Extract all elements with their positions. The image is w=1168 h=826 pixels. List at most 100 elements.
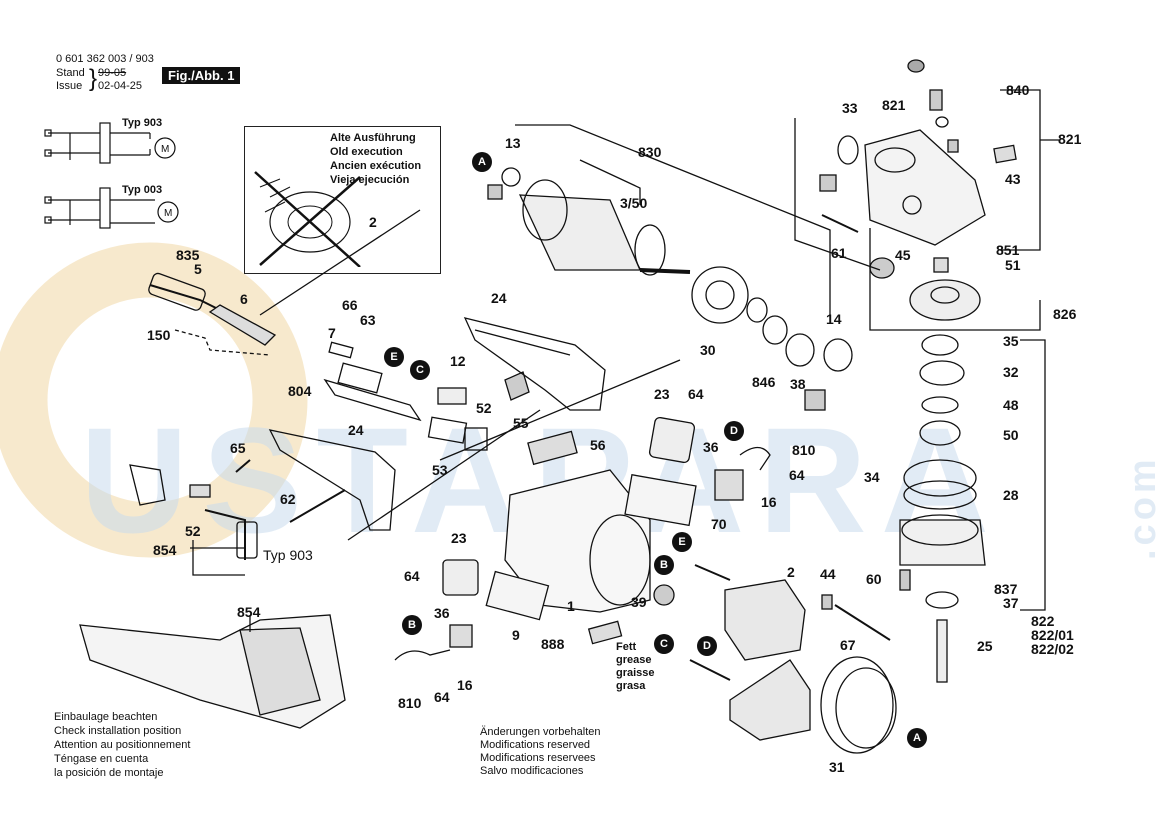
label-28: 28 [1003, 487, 1019, 503]
label-37: 37 [1003, 595, 1019, 611]
label-2: 2 [787, 564, 795, 580]
part-number: 0 601 362 003 / 903 [56, 53, 154, 65]
label-840: 840 [1006, 82, 1030, 98]
grease-de: Fett [616, 641, 637, 653]
label-1: 1 [567, 598, 575, 614]
label-9: 9 [512, 627, 520, 643]
badge-e-housing: E [672, 532, 692, 552]
old-version-box: Alte Ausführung Old execution Ancien exé… [244, 126, 441, 274]
install-note-de: Einbaulage beachten [54, 711, 158, 723]
mod-note-es: Salvo modificaciones [480, 765, 584, 777]
brace: } [89, 65, 98, 92]
old-version-text: Alte Ausführung Old execution Ancien exé… [330, 131, 421, 187]
label-30: 30 [700, 342, 716, 358]
label-34: 34 [864, 469, 880, 485]
badge-a-top: A [472, 152, 492, 172]
label-888: 888 [541, 636, 565, 652]
label-150: 150 [147, 327, 171, 343]
label-12: 12 [450, 353, 466, 369]
label-23-lower: 23 [451, 530, 467, 546]
label-60: 60 [866, 571, 882, 587]
badge-c-lower: C [654, 634, 674, 654]
install-note-fr: Attention au positionnement [54, 739, 191, 751]
issue-label: Issue [56, 80, 83, 92]
label-24-lower: 24 [348, 422, 364, 438]
figure-label: Fig./Abb. 1 [162, 67, 241, 84]
badge-c-switch: C [410, 360, 430, 380]
label-52-lower: 52 [185, 523, 201, 539]
label-14: 14 [826, 311, 842, 327]
label-804: 804 [288, 383, 312, 399]
label-837: 837 [994, 581, 1018, 597]
label-52-upper: 52 [476, 400, 492, 416]
issue-value: 02-04-25 [98, 80, 143, 92]
svg-text:M: M [164, 208, 172, 219]
label-16-upper: 16 [761, 494, 777, 510]
typ903-label: Typ 903 [122, 117, 163, 129]
old-version-fr: Ancien exécution [330, 160, 422, 172]
typ003-label: Typ 003 [122, 184, 163, 196]
label-32: 32 [1003, 364, 1019, 380]
badge-b-housing: B [654, 555, 674, 575]
label-43: 43 [1005, 171, 1021, 187]
label-7: 7 [328, 325, 336, 341]
label-70: 70 [711, 516, 727, 532]
label-64-lower: 64 [404, 568, 420, 584]
install-note-es2: la posición de montaje [54, 767, 164, 779]
label-44: 44 [820, 566, 836, 582]
grease-es: grasa [616, 680, 646, 692]
label-23-upper: 23 [654, 386, 670, 402]
badge-a-bottom: A [907, 728, 927, 748]
label-66: 66 [342, 297, 358, 313]
modifications-note: Änderungen vorbehalten Modifications res… [480, 726, 600, 778]
label-851: 851 [996, 242, 1020, 258]
badge-d-upper: D [724, 421, 744, 441]
label-24-upper: 24 [491, 290, 507, 306]
label-55: 55 [513, 415, 529, 431]
label-64-right: 64 [789, 467, 805, 483]
label-826: 826 [1053, 306, 1077, 322]
badge-e-switch: E [384, 347, 404, 367]
stand-value: 99-05 [98, 67, 127, 79]
label-854-upper: 854 [153, 542, 177, 558]
label-50: 50 [1003, 427, 1019, 443]
label-36-lower: 36 [434, 605, 450, 621]
old-version-es: Vieja ejecución [330, 174, 410, 186]
label-5: 5 [194, 261, 202, 277]
label-67: 67 [840, 637, 856, 653]
mod-note-fr: Modifications reservees [480, 752, 596, 764]
label-typ903: Typ 903 [263, 547, 313, 563]
mod-note-de: Änderungen vorbehalten [480, 726, 601, 738]
label-835: 835 [176, 247, 200, 263]
label-821-right: 821 [1058, 131, 1082, 147]
label-830: 830 [638, 144, 662, 160]
old-version-de: Alte Ausführung [330, 132, 416, 144]
label-48: 48 [1003, 397, 1019, 413]
label-854-lower: 854 [237, 604, 261, 620]
install-note-en: Check installation position [54, 725, 182, 737]
old-version-part: 2 [369, 214, 377, 230]
grease-fr: graisse [616, 667, 655, 679]
label-62: 62 [280, 491, 296, 507]
label-822-02: 822/02 [1031, 641, 1074, 657]
label-64-upper: 64 [688, 386, 704, 402]
label-56: 56 [590, 437, 606, 453]
label-61: 61 [831, 245, 847, 261]
svg-text:M: M [161, 144, 169, 155]
label-16-lower: 16 [457, 677, 473, 693]
badge-b-left: B [402, 615, 422, 635]
label-45: 45 [895, 247, 911, 263]
label-33: 33 [842, 100, 858, 116]
label-51: 51 [1005, 257, 1021, 273]
grease-en: grease [616, 654, 652, 666]
label-31: 31 [829, 759, 845, 775]
install-note-es1: Téngase en cuenta [54, 753, 149, 765]
stand-label: Stand [56, 67, 85, 79]
label-3-50: 3/50 [620, 195, 648, 211]
badge-d-lower: D [697, 636, 717, 656]
label-64-bottom: 64 [434, 689, 450, 705]
label-65: 65 [230, 440, 246, 456]
label-36-upper: 36 [703, 439, 719, 455]
